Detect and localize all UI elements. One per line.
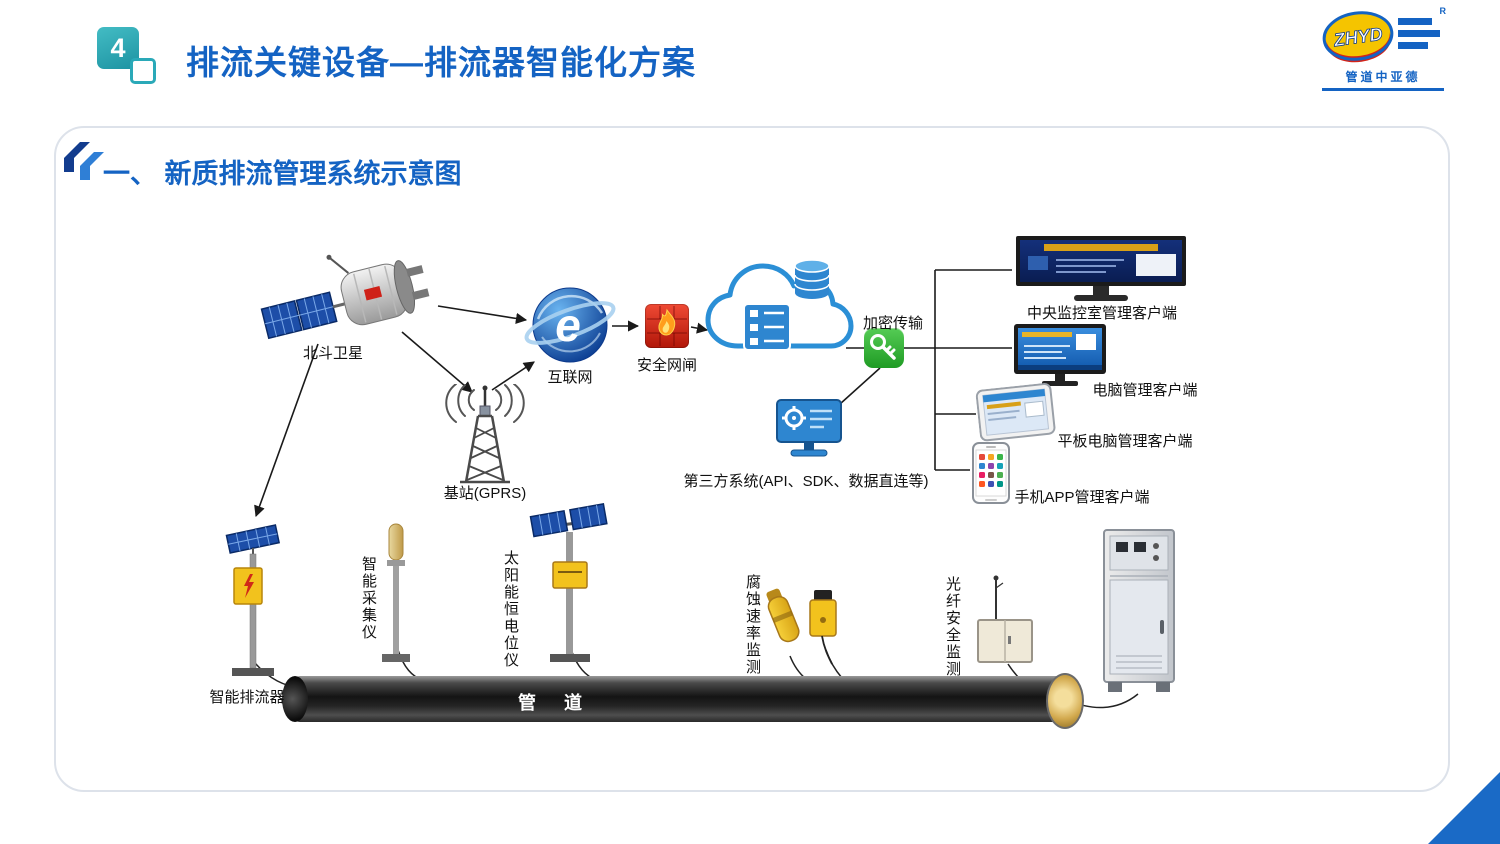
logo-underline	[1322, 88, 1444, 91]
company-logo: ZHYD R 管道中亚德	[1322, 6, 1447, 92]
pc-monitor-icon	[1014, 324, 1108, 391]
collector-device-icon	[374, 518, 418, 669]
internet-globe-icon: e	[522, 283, 618, 374]
third-party-label: 第三方系统(API、SDK、数据直连等)	[683, 473, 929, 490]
firewall-label: 安全网闸	[636, 357, 697, 374]
fiber-sensor-icon	[972, 574, 1042, 677]
pipeline-right-cap	[1046, 673, 1084, 729]
satellite-icon	[260, 243, 445, 363]
central-client-label: 中央监控室管理客户端	[1026, 305, 1177, 322]
server-rack-icon	[743, 303, 791, 351]
tablet-icon	[975, 382, 1059, 449]
phone-client-label: 手机APP管理客户端	[1014, 489, 1150, 506]
database-icon	[794, 259, 830, 299]
pipeline	[294, 676, 1064, 722]
drainage-device-label: 智能排流器	[209, 689, 285, 706]
base-station-icon	[420, 383, 550, 491]
logo-subtitle: 管道中亚德	[1345, 70, 1421, 84]
base-station-label: 基站(GPRS)	[443, 485, 527, 502]
corrosion-label: 腐蚀速率监测	[744, 574, 761, 676]
satellite-label: 北斗卫星	[302, 345, 363, 362]
pc-client-label: 电脑管理客户端	[1092, 382, 1198, 399]
control-cabinet-icon	[1098, 528, 1184, 701]
third-party-monitor-icon	[774, 398, 844, 467]
tablet-client-label: 平板电脑管理客户端	[1057, 433, 1193, 450]
internet-label: 互联网	[547, 369, 593, 386]
page-corner-decoration	[1428, 772, 1500, 844]
encryption-label: 加密传输	[862, 315, 923, 332]
fiber-label: 光纤安全监测	[944, 576, 961, 678]
solar-drainage-device-icon	[218, 524, 288, 681]
collector-label: 智能采集仪	[360, 556, 377, 641]
pipeline-label: 管 道	[517, 693, 588, 713]
section-title: 一、 新质排流管理系统示意图	[103, 159, 462, 189]
logo-icon: ZHYD	[1322, 11, 1440, 63]
corner-bracket-icon	[64, 142, 104, 180]
phone-icon	[972, 442, 1012, 511]
cloud-server-icon	[700, 254, 860, 371]
encryption-key-icon	[864, 328, 904, 368]
firewall-icon	[645, 304, 689, 348]
central-monitor-icon	[1016, 236, 1186, 311]
corrosion-sensor-icon	[762, 580, 846, 673]
slide-number: 4	[110, 32, 126, 63]
page-title: 排流关键设备—排流器智能化方案	[186, 44, 696, 81]
slide-number-badge: 4	[97, 27, 139, 69]
slide-number-decoration	[130, 58, 156, 84]
registered-mark: R	[1439, 6, 1447, 16]
internet-glyph: e	[555, 299, 581, 351]
potentiostat-label: 太阳能恒电位仪	[502, 550, 519, 669]
potentiostat-device-icon	[528, 502, 612, 669]
